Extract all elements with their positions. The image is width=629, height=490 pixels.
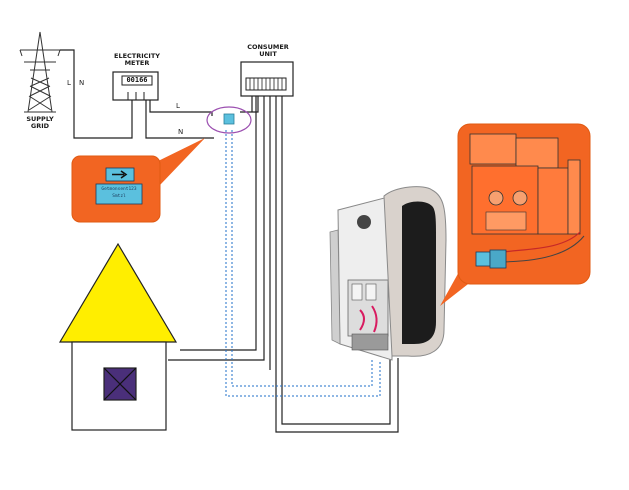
ct-sensor-icon: [223, 113, 235, 125]
consumer-unit-label: CONSUMER UNIT: [247, 43, 289, 58]
grid-N-label: N: [79, 79, 85, 87]
ct-cable: [225, 130, 381, 397]
pylon-icon: [19, 31, 61, 113]
sensor-text-line2: Smtzl: [112, 194, 126, 199]
sensor-highlight-ellipse: [206, 106, 252, 134]
main-wires: [168, 96, 399, 433]
arrow-right-icon: [112, 170, 128, 179]
electricity-meter: [112, 71, 159, 101]
main-N-label: N: [178, 128, 184, 136]
grid-L-label: L: [67, 79, 71, 87]
consumer-unit: [240, 61, 294, 97]
main-L-label: L: [176, 102, 180, 110]
sensor-text-line1: Getmonsent123: [101, 187, 137, 192]
house-icon: [58, 242, 178, 431]
supply-grid-label: SUPPLY GRID: [26, 115, 54, 130]
meter-reading: 00166: [126, 76, 148, 84]
ev-charger-icon: [329, 186, 447, 361]
ct-clamp-icon: [475, 251, 491, 267]
sensor-callout: [71, 138, 205, 223]
electricity-meter-label: ELECTRICITY METER: [114, 52, 160, 67]
breaker-callout: [440, 123, 591, 306]
